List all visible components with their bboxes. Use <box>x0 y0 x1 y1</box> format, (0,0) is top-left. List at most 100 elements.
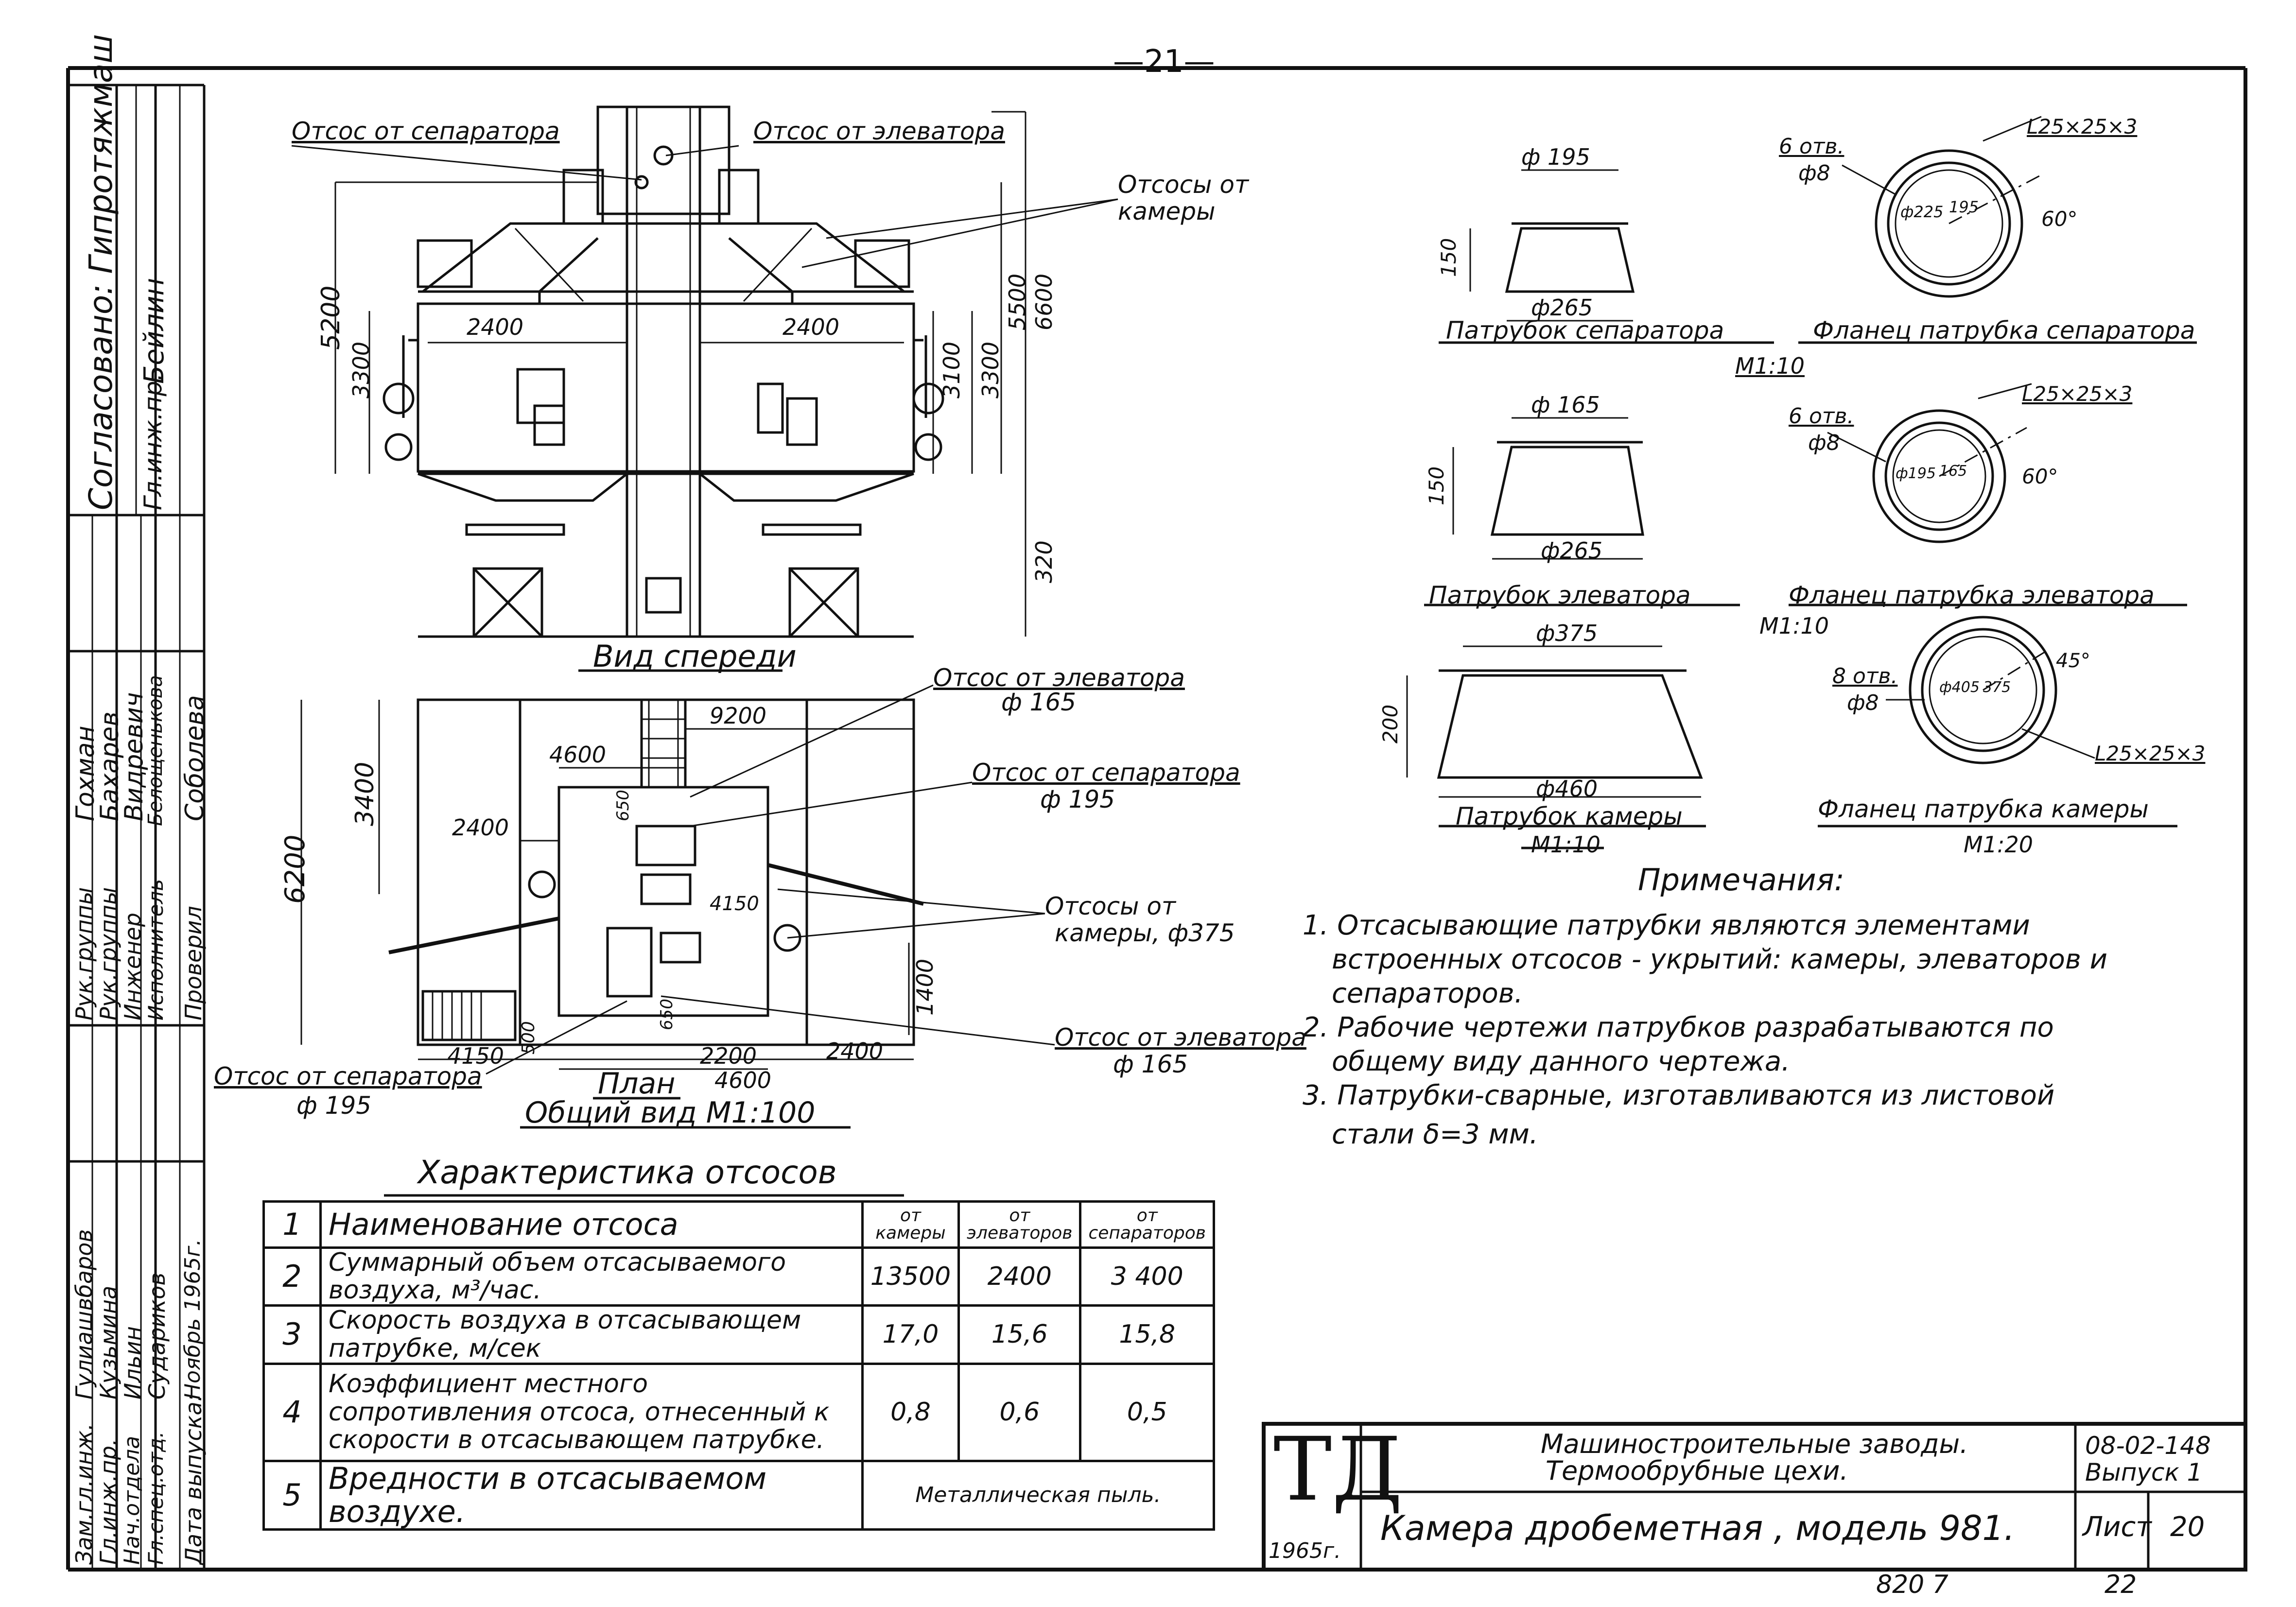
dim-plan-2400-bottom: 2400 <box>826 1038 884 1064</box>
nozzle-drawings <box>1406 169 1774 849</box>
nozzle-elevator-bottom-dia: ф265 <box>1541 537 1603 564</box>
nozzle-elevator-title: Патрубок элеватора <box>1429 581 1691 609</box>
flange-elev-d1: ф195 <box>1896 465 1936 482</box>
flange-sep-d1: ф225 <box>1900 203 1944 221</box>
plan-label-elevator-bottom: Отсос от элеватора <box>1055 1023 1306 1052</box>
characteristics-title: Характеристика отсосов <box>418 1154 837 1191</box>
row-number: 4 <box>262 1362 322 1462</box>
stamp2-role-5: Дата выпуска: <box>180 1394 207 1565</box>
dim-plan-3400: 3400 <box>350 761 380 826</box>
note-line: 1. Отсасывающие патрубки являются элемен… <box>1303 910 2030 941</box>
label-from-elevator: Отсос от элеватора <box>753 117 1005 145</box>
plan-view-title: План <box>598 1067 676 1101</box>
stamp-name-3: Видревич <box>120 692 149 821</box>
row-number: 3 <box>262 1304 322 1365</box>
note-line: общему виду данного чертежа. <box>1332 1046 1790 1077</box>
characteristics-table: 1 Наименование отсоса от камеры от элева… <box>262 1200 1216 1531</box>
flange-elev-deg: 60° <box>2022 465 2058 488</box>
stamp-agreed: Согласовано: Гипротяжмаш <box>82 34 120 510</box>
row-name: Суммарный объем отсасываемого воздуха, м… <box>319 1246 864 1307</box>
dim-plan-2400: 2400 <box>452 814 509 841</box>
cell-value: Металлическая пыль. <box>861 1459 1216 1531</box>
plan-label-separator-right: Отсос от сепаратора <box>972 759 1240 787</box>
note-line: 2. Рабочие чертежи патрубков разрабатыва… <box>1303 1012 2054 1043</box>
dim-plan-9200: 9200 <box>710 703 767 729</box>
note-line: сепараторов. <box>1332 978 1523 1009</box>
plan-label-separator-right-dia: ф 195 <box>1040 785 1115 813</box>
table-row: 3 Скорость воздуха в отсасывающем патруб… <box>262 1304 1215 1365</box>
table-row: 4 Коэффициент местного сопротивления отс… <box>262 1362 1215 1462</box>
row-number: 2 <box>262 1246 322 1307</box>
dim-front-2400-left: 2400 <box>467 314 524 340</box>
notes-block: 1. Отсасывающие патрубки являются элемен… <box>1303 909 2107 1152</box>
plan-label-chamber-2: камеры, ф375 <box>1055 919 1235 947</box>
title-block-issue: Выпуск 1 <box>2085 1458 2203 1486</box>
label-from-chamber-2: камеры <box>1118 197 1216 225</box>
dim-front-3300-right: 3300 <box>977 341 1004 398</box>
flange-cham-holes: 8 отв. <box>1832 664 1898 689</box>
stamp-role-1: Рук.группы <box>71 887 97 1020</box>
title-block-code: 08-02-148 <box>2085 1432 2211 1460</box>
table-row: 2 Суммарный объем отсасываемого воздуха,… <box>262 1246 1215 1307</box>
flange-cham-title: Фланец патрубка камеры <box>1818 795 2149 823</box>
note-line: встроенных отсосов - укрытий: камеры, эл… <box>1332 944 2108 975</box>
title-block-sheet-label: Лист <box>2083 1511 2152 1543</box>
title-block-sheet-number: 20 <box>2170 1511 2205 1543</box>
flange-sep-angle: L25×25×3 <box>2027 115 2138 138</box>
plan-label-elevator-top-dia: ф 165 <box>1001 688 1077 716</box>
dim-plan-4150: 4150 <box>447 1043 504 1069</box>
stamp2-role-2: Гл.инж.пр. <box>95 1438 122 1565</box>
dim-front-5200: 5200 <box>316 285 346 350</box>
flange-sep-d2: 195 <box>1949 198 1979 216</box>
title-block-line2: Термообрубные цехи. <box>1546 1455 1848 1486</box>
row-name: Наименование отсоса <box>319 1200 864 1249</box>
flange-elev-angle: L25×25×3 <box>2022 382 2133 406</box>
dim-plan-650-top: 650 <box>613 790 633 821</box>
col-header-chamber: от камеры <box>861 1200 960 1249</box>
title-block-frame <box>1262 1422 2247 1572</box>
nozzle-separator-top-dia: ф 195 <box>1521 144 1590 170</box>
flange-cham-hole-dia: ф8 <box>1847 691 1879 715</box>
scale-separator-nozzle: М1:10 <box>1735 353 1805 379</box>
title-block-year: 1965г. <box>1269 1538 1341 1563</box>
nozzle-chamber-bottom-dia: ф460 <box>1536 776 1598 802</box>
stamp-role-4: Исполнитель <box>144 879 168 1020</box>
cell-value: 15,6 <box>957 1304 1082 1365</box>
dim-plan-6200: 6200 <box>279 834 311 904</box>
stamp2-name-2: Кузьмина <box>95 1285 122 1400</box>
dim-front-5500: 5500 <box>1004 273 1030 330</box>
flange-cham-angle: L25×25×3 <box>2095 742 2206 765</box>
nozzle-separator-title: Патрубок сепаратора <box>1446 316 1724 345</box>
stamp-chief-eng-name: Бейлин <box>139 277 170 384</box>
label-from-separator: Отсос от сепаратора <box>292 117 560 145</box>
cell-value: 0,6 <box>957 1362 1082 1462</box>
row-name: Скорость воздуха в отсасывающем патрубке… <box>319 1304 864 1365</box>
stamp-name-5: Соболева <box>180 695 209 821</box>
sheet-frame <box>66 66 2247 1572</box>
scale-chamber-nozzle: М1:10 <box>1531 831 1600 858</box>
plan-view-drawing <box>300 684 1055 1129</box>
stamp-name-1: Гохман <box>71 726 100 821</box>
title-block-name: Камера дробеметная , модель 981. <box>1380 1508 2015 1548</box>
dim-plan-4600-top: 4600 <box>549 742 607 768</box>
row-name: Вредности в отсасываемом воздухе. <box>319 1459 864 1531</box>
scale-elevator-nozzle: М1:10 <box>1759 613 1829 639</box>
nozzle-elevator-top-dia: ф 165 <box>1531 392 1600 418</box>
cell-value: 3 400 <box>1079 1246 1215 1307</box>
sheet-code-bottom: 820 7 <box>1876 1570 1948 1599</box>
stamp2-role-1: Зам.гл.инж. <box>71 1423 97 1565</box>
title-block-logo: ТД <box>1273 1419 1403 1521</box>
dim-front-2400-right: 2400 <box>783 314 840 340</box>
sheet-num-bottom: 22 <box>2105 1570 2137 1599</box>
cell-value: 15,8 <box>1079 1304 1215 1365</box>
col-header-elevators: от элеваторов <box>957 1200 1082 1249</box>
stamp-role-5: Проверил <box>180 906 207 1020</box>
front-view-title: Вид спереди <box>593 639 797 674</box>
plan-label-separator-left-dia: ф 195 <box>296 1091 372 1120</box>
stamp-name-2: Бахарев <box>95 711 124 821</box>
stamp2-name-4: Судариков <box>144 1272 170 1400</box>
dim-front-3100: 3100 <box>939 341 965 398</box>
stamp2-role-4: Гл.спец.отд. <box>144 1431 168 1565</box>
dim-plan-2200: 2200 <box>700 1043 757 1069</box>
stamp2-role-3: Нач.отдела <box>120 1435 144 1565</box>
